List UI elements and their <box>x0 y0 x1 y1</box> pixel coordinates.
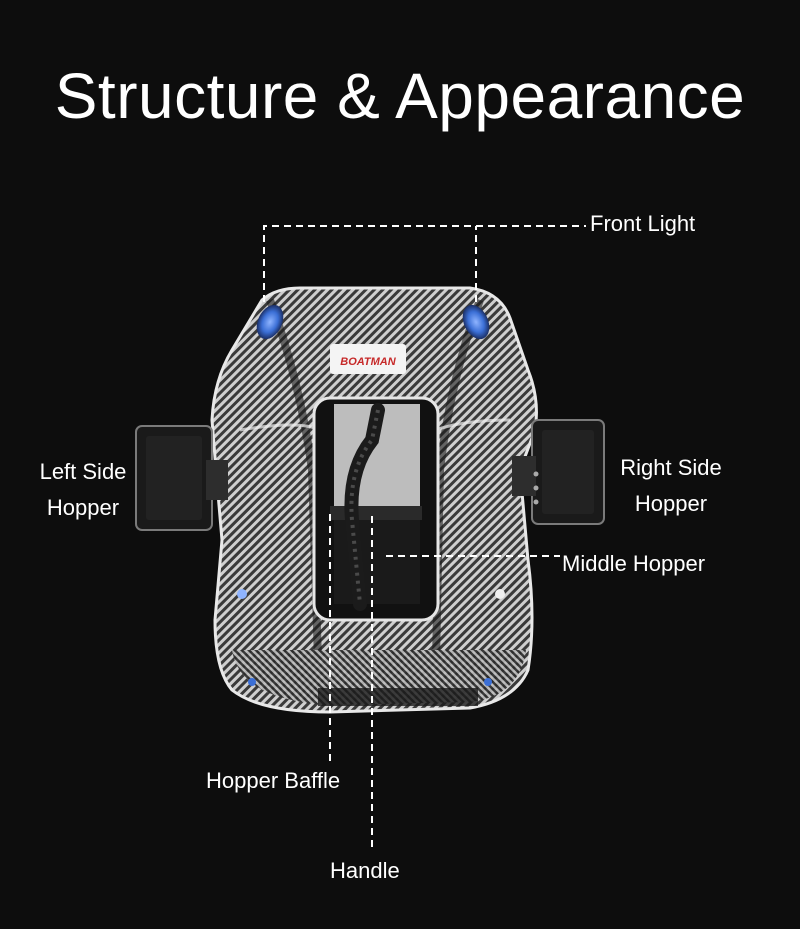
handle-label: Handle <box>330 853 400 889</box>
brand-logo: BOATMAN <box>340 356 396 368</box>
middle-hopper-label: Middle Hopper <box>562 546 705 582</box>
left-side-hopper-label: Left Side Hopper <box>26 454 140 526</box>
front-light-label: Front Light <box>590 206 695 242</box>
hopper-baffle <box>330 506 422 520</box>
hopper-baffle-label: Hopper Baffle <box>206 763 340 799</box>
right-side-hopper-label: Right Side Hopper <box>610 450 732 522</box>
rear-bumper <box>318 688 478 706</box>
